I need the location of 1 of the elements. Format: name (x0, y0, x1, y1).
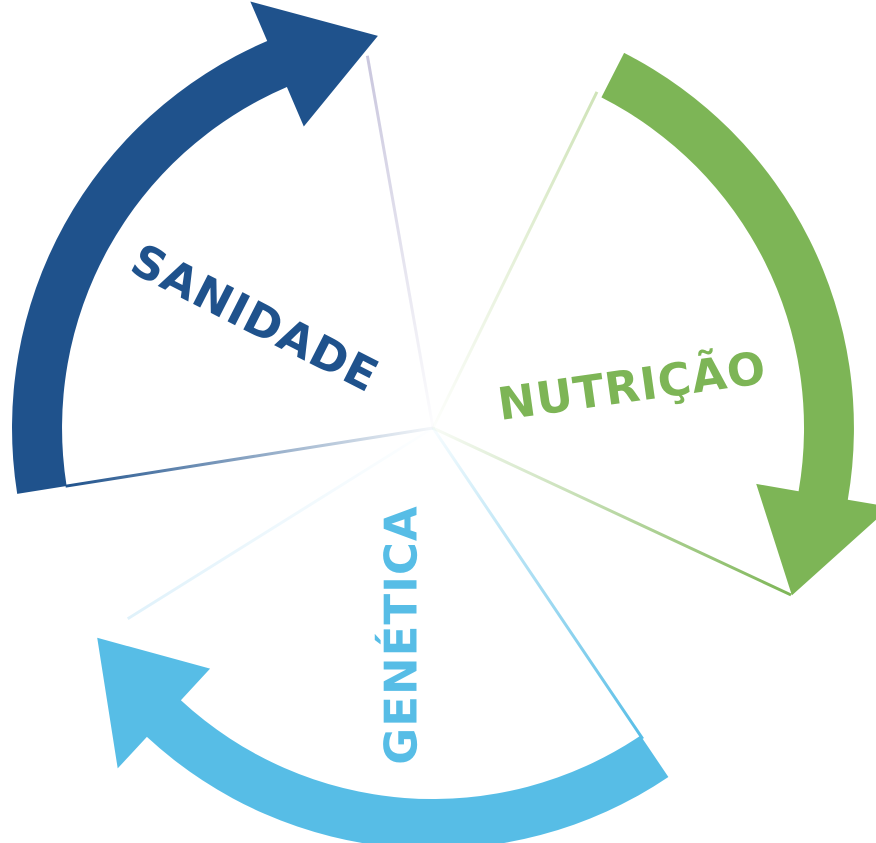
sector-label: NUTRIÇÃO (494, 344, 770, 428)
